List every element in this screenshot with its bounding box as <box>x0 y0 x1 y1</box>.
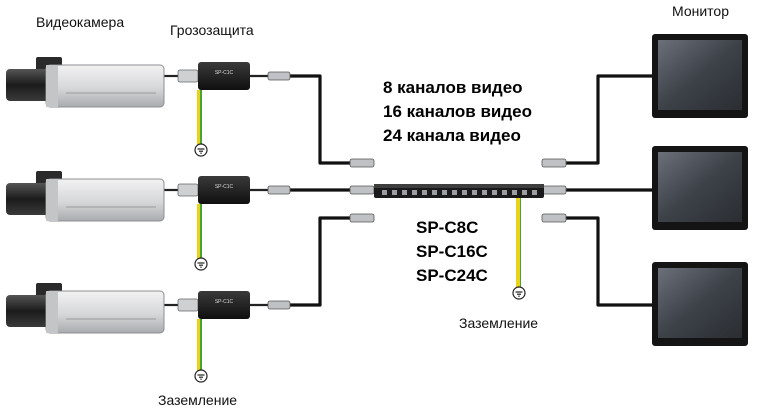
model-sp-c8c: SP-C8C <box>416 218 479 237</box>
surge-protector-3: SP-C1C <box>177 291 250 383</box>
coax-cables <box>290 74 652 307</box>
channels-16-label: 16 каналов видео <box>383 102 532 121</box>
monitor-3 <box>652 262 748 346</box>
cable-top-left <box>290 74 372 165</box>
model-sp-c24c: SP-C24C <box>416 266 488 285</box>
camera-3 <box>6 283 165 334</box>
monitor-1 <box>652 34 748 118</box>
channels-8-label: 8 каналов видео <box>383 78 523 97</box>
model-list: SP-C8C SP-C16C SP-C24C <box>416 216 488 288</box>
panel-ground-label: Заземление <box>459 315 539 331</box>
multichannel-spd-panel <box>374 184 544 300</box>
surge-protection-label: Грозозащита <box>170 22 254 38</box>
short-leads <box>162 74 268 307</box>
model-sp-c16c: SP-C16C <box>416 242 488 261</box>
cable-bottom-right <box>558 216 652 307</box>
camera-ground-label: Заземление <box>158 392 238 408</box>
camera-label: Видеокамера <box>36 14 125 30</box>
cable-bottom-left <box>290 216 372 307</box>
bnc-connectors <box>267 71 567 310</box>
channel-capacity-block: 8 каналов видео 16 каналов видео 24 кана… <box>383 76 532 148</box>
surge-module-label: SP-C1C <box>215 184 234 190</box>
surge-module-label: SP-C1C <box>215 299 234 305</box>
surge-protector-2: SP-C1C <box>177 176 250 271</box>
camera-2 <box>6 171 165 222</box>
surge-protector-1: SP-C1C <box>177 62 250 157</box>
camera-1 <box>6 57 165 108</box>
channels-24-label: 24 канала видео <box>383 126 521 145</box>
monitor-2 <box>652 146 748 230</box>
monitor-label: Монитор <box>672 3 729 19</box>
cable-top-right <box>558 74 652 165</box>
surge-module-label: SP-C1C <box>215 70 234 76</box>
